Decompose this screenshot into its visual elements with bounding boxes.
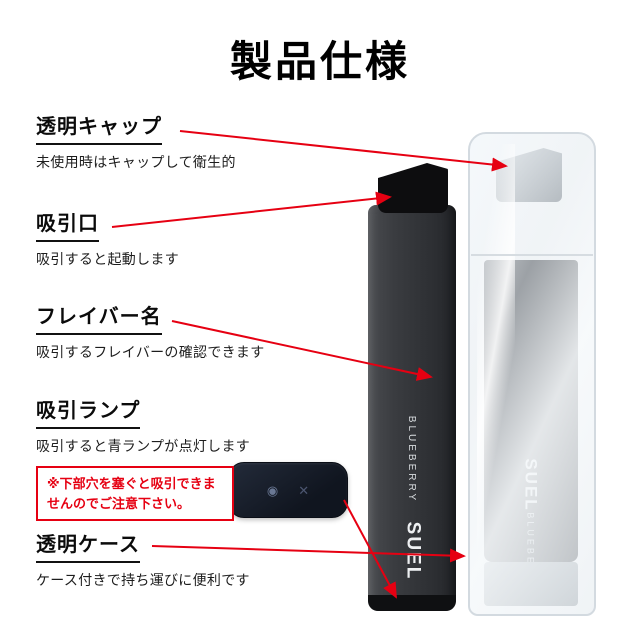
callout-transparent-cap: 透明キャップ 未使用時はキャップして衛生的 [36, 110, 236, 172]
flavor-label: BLUEBERRY [368, 413, 456, 505]
device-in-case-view: SUEL BLUEBERRY [468, 132, 596, 616]
page-title: 製品仕様 [229, 38, 410, 85]
device-front-view: BLUEBERRY SUEL [368, 163, 456, 611]
callout-flavor-name: フレイバー名 吸引するフレイバーの確認できます [36, 300, 265, 362]
brand-label: SUEL [368, 515, 456, 587]
do-not-block-icon: ✕ [298, 482, 310, 498]
callout-heading: フレイバー名 [36, 300, 162, 335]
callout-heading: 吸引ランプ [36, 394, 141, 429]
device-label-layer: BLUEBERRY SUEL [368, 205, 456, 611]
callout-desc: ケース付きで持ち運びに便利です [36, 572, 250, 588]
callout-heading: 透明キャップ [36, 110, 162, 145]
caution-note: ※下部穴を塞ぐと吸引できませんのでご注意下さい。 [36, 466, 234, 521]
device-bottom-view: ◉ ✕ [228, 462, 348, 518]
case-lid-seam [471, 254, 593, 256]
callout-mouthpiece: 吸引口 吸引すると起動します [36, 207, 179, 269]
callout-desc: 吸引すると起動します [36, 251, 179, 267]
transparent-case-shell [468, 132, 596, 616]
callout-desc: 吸引するフレイバーの確認できます [36, 344, 265, 360]
device-bottom-edge [368, 595, 456, 611]
callout-suction-lamp: 吸引ランプ 吸引すると青ランプが点灯します ※下部穴を塞ぐと吸引できませんのでご… [36, 394, 250, 521]
callout-heading: 透明ケース [36, 528, 140, 563]
callout-desc: 未使用時はキャップして衛生的 [36, 154, 236, 170]
callout-transparent-case: 透明ケース ケース付きで持ち運びに便利です [36, 528, 250, 590]
callout-desc: 吸引すると青ランプが点灯します [36, 438, 251, 454]
lamp-icon: ◉ [266, 482, 279, 498]
brand-text: SUEL [402, 521, 423, 581]
callout-heading: 吸引口 [36, 207, 99, 242]
flavor-text: BLUEBERRY [406, 415, 418, 503]
